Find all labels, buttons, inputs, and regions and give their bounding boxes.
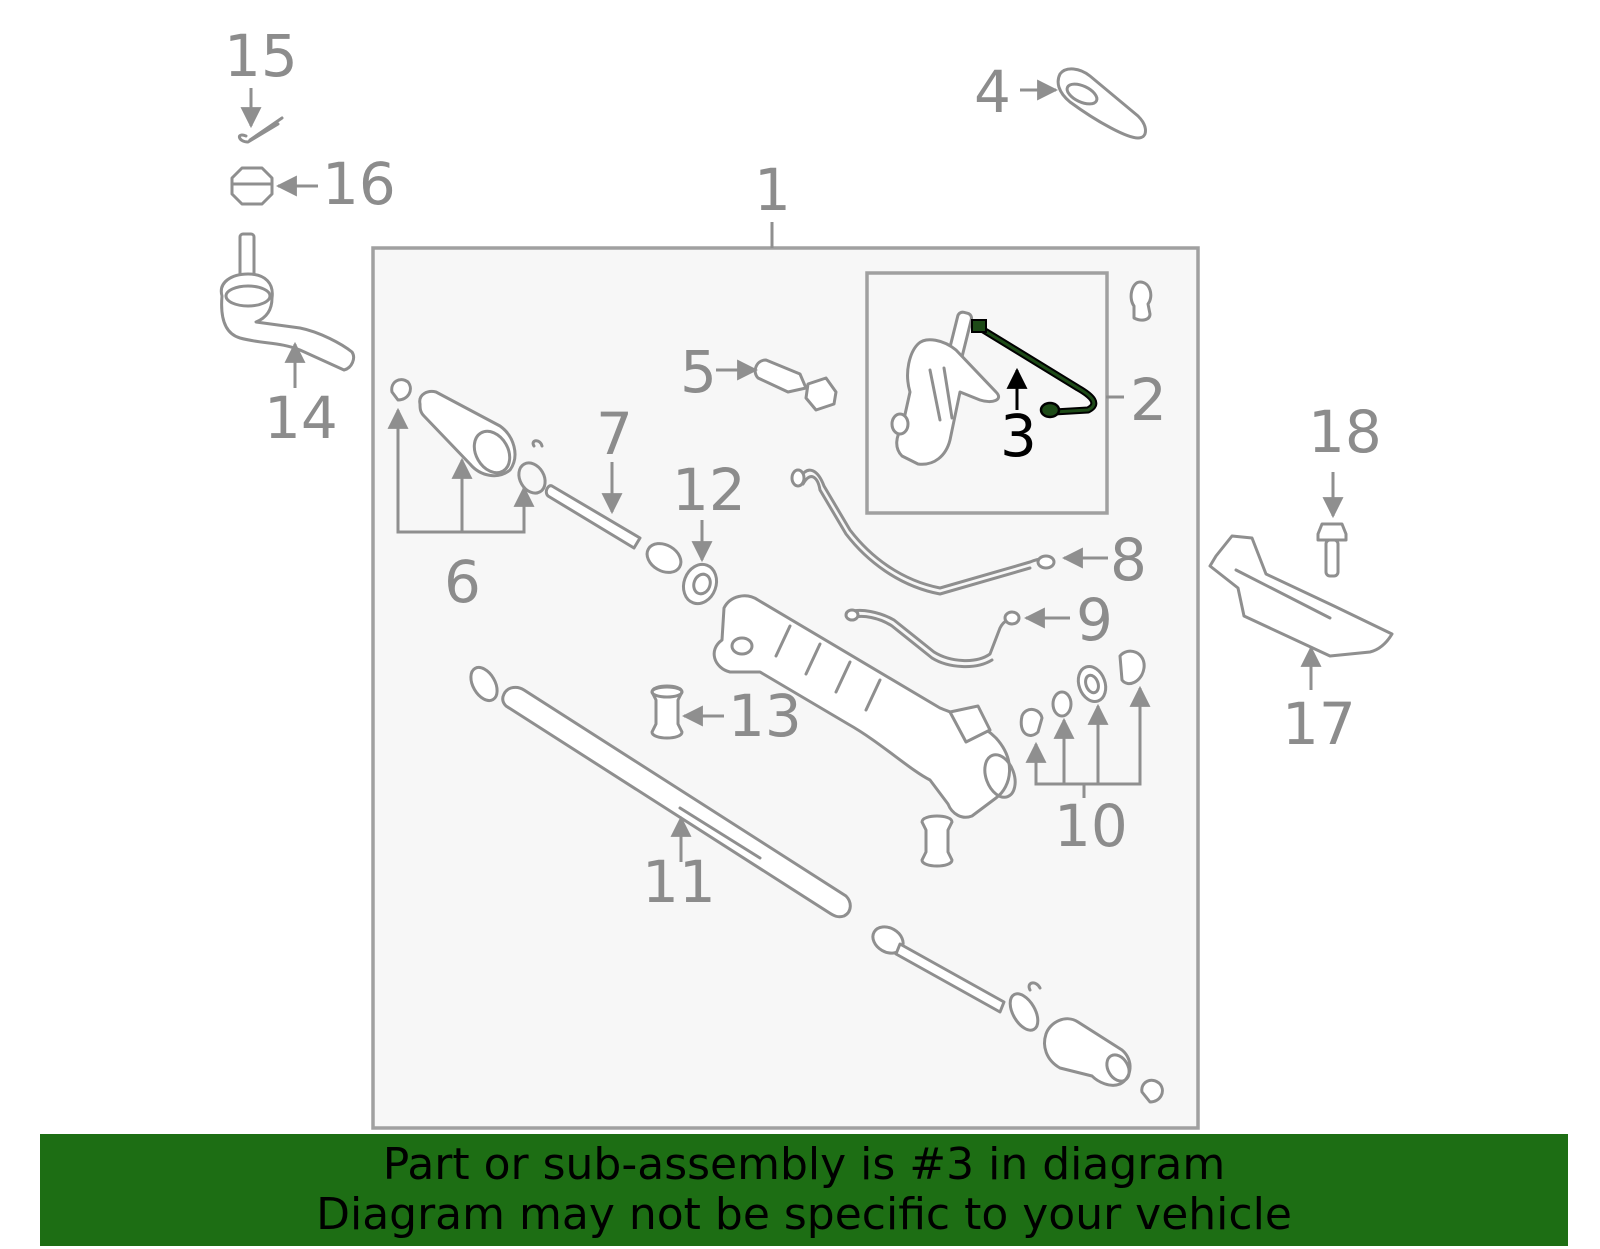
callout-17: 17 (1282, 690, 1356, 758)
callout-18: 18 (1308, 398, 1382, 466)
part-17-bracket[interactable] (1208, 534, 1394, 658)
callout-4: 4 (974, 58, 1011, 126)
callout-7: 7 (596, 400, 633, 468)
part-3-pipe-highlighted[interactable] (971, 319, 1098, 419)
callout-3: 3 (1000, 402, 1037, 470)
part-14-tie-rod-end[interactable] (219, 232, 356, 372)
part-15-cotter-pin[interactable] (238, 116, 284, 144)
banner-line-1: Part or sub-assembly is #3 in diagram (382, 1139, 1226, 1190)
callout-11: 11 (642, 848, 716, 916)
part-4-cap[interactable] (1056, 67, 1147, 140)
callout-16: 16 (322, 150, 396, 218)
callout-2: 2 (1130, 366, 1167, 434)
part-18-bolt[interactable] (1316, 522, 1348, 578)
callout-13: 13 (728, 682, 802, 750)
mount-bushing-lower (920, 814, 954, 868)
part-2-control-valve[interactable] (890, 280, 1153, 466)
callout-8: 8 (1110, 526, 1147, 594)
part-16-nut[interactable] (230, 166, 274, 206)
callout-6: 6 (444, 548, 481, 616)
part-9-pipe[interactable] (844, 608, 1021, 669)
lower-tie-rod-assembly (871, 925, 1164, 1104)
callout-9: 9 (1076, 586, 1113, 654)
callout-5: 5 (680, 338, 717, 406)
callout-10: 10 (1054, 792, 1128, 860)
banner-line-2: Diagram may not be specific to your vehi… (316, 1189, 1292, 1240)
callout-1: 1 (754, 156, 791, 224)
rack-housing[interactable] (712, 594, 1021, 819)
part-notice-banner: Part or sub-assembly is #3 in diagram Di… (40, 1134, 1568, 1246)
part-11-rack-bar[interactable] (465, 663, 852, 919)
part-7-inner-tie-rod[interactable] (544, 484, 686, 579)
part-12-bushing[interactable] (678, 560, 722, 609)
part-13-mount-bushing[interactable] (650, 684, 684, 740)
part-8-pipe[interactable] (790, 468, 1056, 596)
callout-15: 15 (224, 22, 298, 90)
callout-14: 14 (264, 384, 338, 452)
callout-12: 12 (672, 456, 746, 524)
